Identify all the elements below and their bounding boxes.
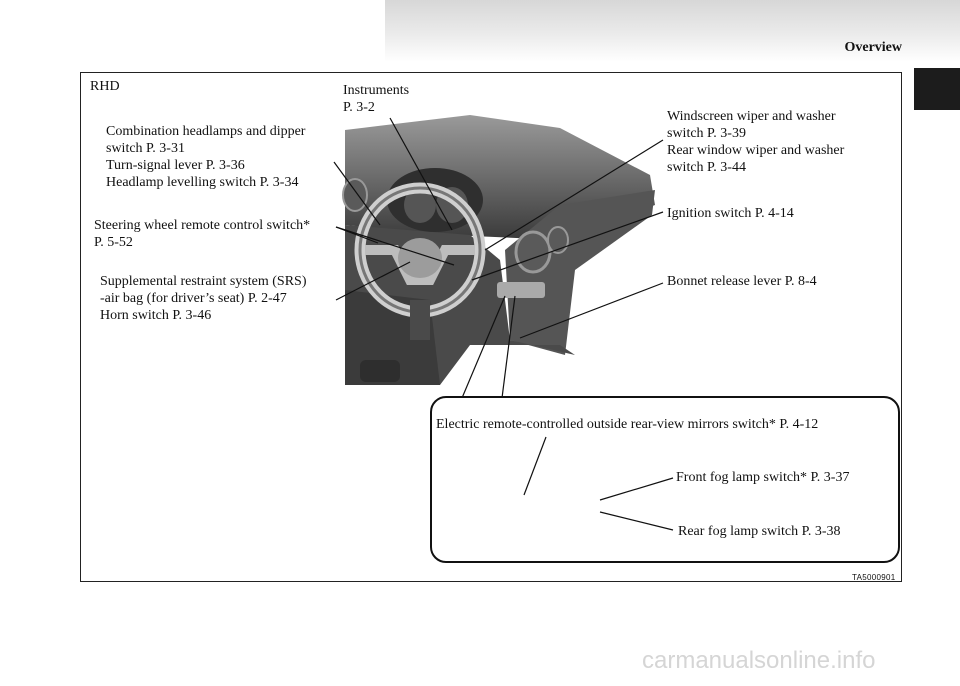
dashboard-photo (342, 115, 655, 385)
label-wiper-switch: Windscreen wiper and washer switch P. 3-… (667, 109, 845, 175)
watermark: carmanualsonline.info (642, 647, 876, 674)
label-steering-remote: Steering wheel remote control switch* P.… (94, 218, 311, 250)
section-thumb-tab (914, 68, 960, 110)
switch-detail-inset (430, 396, 900, 563)
label-front-fog: Front fog lamp switch* P. 3-37 (676, 470, 850, 485)
label-combination-switch: Combination headlamps and dipper switch … (106, 124, 306, 190)
label-mirror-switch: Electric remote-controlled outside rear-… (436, 417, 819, 432)
label-bonnet-release: Bonnet release lever P. 8-4 (667, 274, 817, 289)
figure-frame (80, 72, 902, 582)
page-title: Overview (844, 40, 902, 55)
label-instruments: Instruments P. 3-2 (343, 83, 410, 115)
leader-lines (333, 117, 664, 399)
variant-label: RHD (90, 79, 120, 94)
label-rear-fog: Rear fog lamp switch P. 3-38 (678, 524, 841, 539)
figure-code: TA5000901 (852, 573, 896, 582)
header-gradient-bar (385, 0, 960, 62)
label-ignition-switch: Ignition switch P. 4-14 (667, 206, 794, 221)
label-srs-airbag: Supplemental restraint system (SRS) -air… (100, 274, 307, 323)
